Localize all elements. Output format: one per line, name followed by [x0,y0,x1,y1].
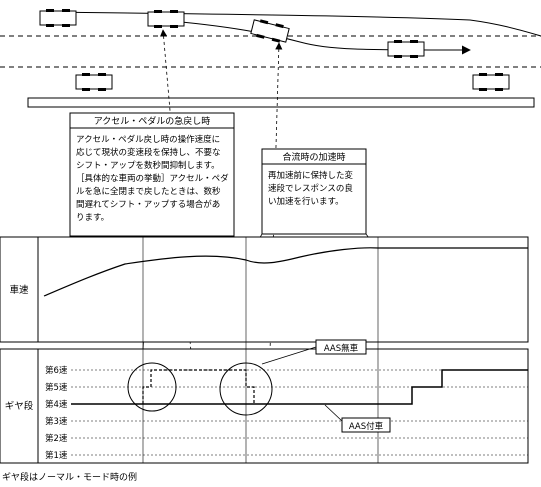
car-icon [147,9,185,29]
callout-release-line: 間遅れてシフト・アップする場合があ [76,199,220,210]
merge-lane-edge [39,11,541,37]
gear-tick-label: 第6速 [45,365,68,376]
legend: AAS無車 AAS付車 [261,339,391,433]
callout-release: アクセル・ペダルの急戻し時 アクセル・ペダル戻し時の操作速度に 応じて現状の変速… [69,112,235,237]
callout-release-line: ります。 [76,213,109,223]
gear-row-label: ギヤ段 [5,400,34,412]
callout-merge-line: 速段でレスポンスの良 [268,183,353,194]
callout-release-line: ［具体的な車両の挙動］アクセル・ペダ [76,173,229,184]
gear-tick-label: 第3速 [45,416,68,427]
gear-panel: ギヤ段 第6速 第5速 第4速 第3速 第2速 第1速 [0,348,529,464]
gear-line-with-aas [71,369,528,405]
legend-without-aas: AAS無車 [324,343,359,354]
gear-line-without-aas [142,369,255,404]
road-shoulder [27,97,535,108]
gear-tick-label: 第2速 [45,433,68,444]
callout-release-line: ルを急に全閉まで戻したときは、数秒 [76,186,221,197]
car-icon [472,72,510,92]
speed-plot-area [37,236,529,343]
gear-tick-label: 第4速 [45,399,68,410]
callout-release-line: 応じて現状の変速段を保持し、不要な [76,147,221,158]
car-icon [249,17,291,45]
callout-merge: 合流時の加速時 再加速前に保持した変 速段でレスポンスの良 い加速を行います。 [261,148,367,235]
gear-label-cell [0,348,39,464]
callout-merge-body-box [261,163,367,235]
callout-merge-line: 再加速前に保持した変 [268,170,354,181]
car-icon [387,39,425,59]
gear-tick-label: 第5速 [45,382,68,393]
callout-release-line: アクセル・ペダル戻し時の操作速度に [76,134,220,145]
legend-with-aas: AAS付車 [349,421,384,432]
legend-leader-without-aas [261,346,317,365]
speed-label-cell [0,236,39,343]
legend-leader-with-aas [324,404,343,422]
callout-release-body-box [69,127,235,237]
callout-release-line: シフト・アップを数秒間抑制します。 [76,160,220,171]
speed-panel: 車速 [0,236,529,343]
road-scene [0,8,541,353]
vehicle-speed-curve [43,247,528,297]
car-icon [39,8,77,28]
footnote: ギヤ段はノーマル・モード時の例 [2,471,137,483]
speed-row-label: 車速 [9,284,29,296]
legend-without-aas-box [315,339,367,355]
car-icon [75,72,113,92]
gear-tick-label: 第1速 [45,450,68,461]
callout-release-title: アクセル・ペダルの急戻し時 [94,115,211,127]
callout-merge-title: 合流時の加速時 [282,151,345,163]
gear-plot-area [37,348,529,464]
legend-with-aas-box [341,417,391,433]
callout-merge-line: い加速を行います。 [268,196,344,207]
highlight-circle-release [127,362,177,412]
